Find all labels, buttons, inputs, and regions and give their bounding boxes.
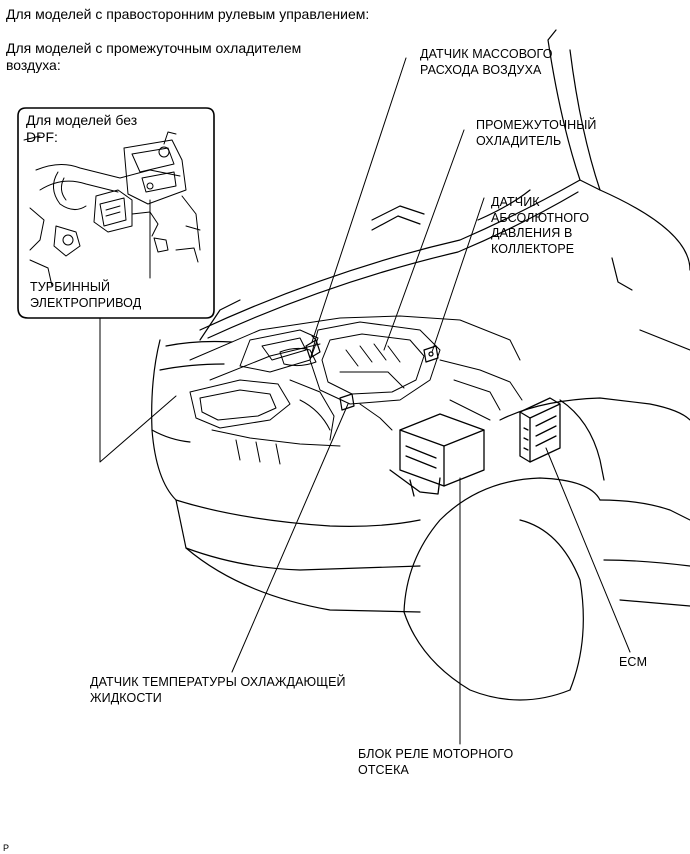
turbo-actuator-drawing [23,131,201,287]
label-maf-sensor: ДАТЧИК МАССОВОГО РАСХОДА ВОЗДУХА [420,47,553,77]
vehicle-body [151,299,690,613]
ecm-unit [519,397,561,463]
map-sensor [423,345,439,363]
label-relay-block: БЛОК РЕЛЕ МОТОРНОГО ОТСЕКА [358,747,514,777]
inset-box [17,107,215,319]
hood [199,29,690,351]
label-map-sensor: ДАТЧИК АБСОЛЮТНОГО ДАВЛЕНИЯ В КОЛЛЕКТОРЕ [491,195,590,256]
front-wheel [403,477,690,701]
label-turbo-actuator: ТУРБИННЫЙ ЭЛЕКТРОПРИВОД [30,280,142,310]
reference-mark: P [3,843,10,853]
label-ecm: ECM [619,655,648,669]
label-intercooler: ПРОМЕЖУТОЧНЫЙ ОХЛАДИТЕЛЬ [476,118,597,148]
maf-sensor [305,335,321,359]
header-line-2: Для моделей с промежуточным охладителем … [6,40,302,73]
label-coolant-sensor: ДАТЧИК ТЕМПЕРАТУРЫ ОХЛАЖДАЮЩЕЙ ЖИДКОСТИ [90,675,346,705]
coolant-sensor [339,393,355,411]
engine-bay [189,315,523,465]
header-line-1: Для моделей с правосторонним рулевым упр… [6,6,370,22]
inset-title: Для моделей без DPF: [26,112,138,145]
relay-block [389,413,485,497]
leader-lines [231,57,631,745]
